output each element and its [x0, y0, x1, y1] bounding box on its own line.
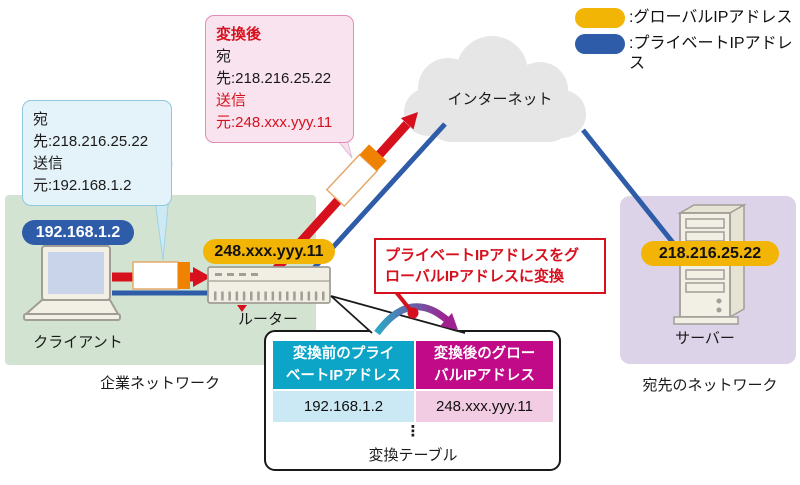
callout-after-title: 変換後	[216, 26, 262, 43]
table-header-global-line1: 変換後のグロー	[433, 346, 536, 362]
client-laptop-icon	[23, 245, 121, 321]
callout-after: 変換後 宛先:218.216.25.22 送信元:248.xxx.yyy.11	[205, 15, 354, 143]
router-marker	[237, 305, 247, 312]
packet-before-icon	[132, 261, 190, 290]
table-cell-private-ip: 192.168.1.2	[273, 391, 414, 422]
table-ellipsis: ⋮	[405, 423, 421, 440]
nat-note-line1: プライベートIPアドレスをグ	[385, 247, 580, 264]
table-header-private-line1: 変換前のプライ	[292, 346, 395, 362]
legend-global-ip-label: :グローバルIPアドレス	[629, 9, 793, 26]
internet-server-link	[581, 128, 676, 246]
packet-after-icon	[325, 144, 387, 208]
legend-private-ip-label: :プライベートIPアドレス	[629, 35, 793, 72]
nat-note-line2: ローバルIPアドレスに変換	[385, 268, 565, 285]
conversion-arrow	[374, 303, 458, 336]
callout-before-src: 送信元:192.168.1.2	[33, 155, 132, 194]
callout-before: 宛先:218.216.25.22 送信元:192.168.1.2	[22, 100, 172, 206]
client-ip-badge: 192.168.1.2	[22, 220, 134, 245]
server-ip-badge: 218.216.25.22	[641, 241, 779, 266]
callout-before-dest: 宛先:218.216.25.22	[33, 111, 149, 150]
client-label: クライアント	[33, 334, 123, 351]
table-header-private-line2: ベートIPアドレス	[285, 368, 402, 384]
nat-note: プライベートIPアドレスをグ ローバルIPアドレスに変換	[374, 238, 606, 294]
table-title: 変換テーブル	[368, 447, 458, 464]
router-label: ルーター	[237, 311, 298, 328]
callout-after-src: 送信元:248.xxx.yyy.11	[216, 92, 333, 131]
callout-after-dest: 宛先:218.216.25.22	[216, 48, 332, 87]
router-ip-badge: 248.xxx.yyy.11	[203, 239, 335, 264]
destination-network-label: 宛先のネットワーク	[642, 377, 778, 394]
nat-note-pointer	[394, 290, 419, 319]
legend-private-ip-swatch	[575, 34, 625, 54]
table-header-global: 変換後のグロー バルIPアドレス	[416, 341, 553, 389]
server-label: サーバー	[675, 330, 735, 347]
table-header-private: 変換前のプライ ベートIPアドレス	[273, 341, 414, 389]
router-icon	[207, 266, 331, 312]
table-cell-global-ip: 248.xxx.yyy.11	[416, 391, 553, 422]
internet-cloud-icon	[404, 36, 586, 142]
corporate-network-label: 企業ネットワーク	[99, 375, 220, 392]
table-header-global-line2: バルIPアドレス	[434, 368, 535, 384]
legend-global-ip-swatch	[575, 8, 625, 28]
internet-label: インターネット	[447, 91, 553, 108]
